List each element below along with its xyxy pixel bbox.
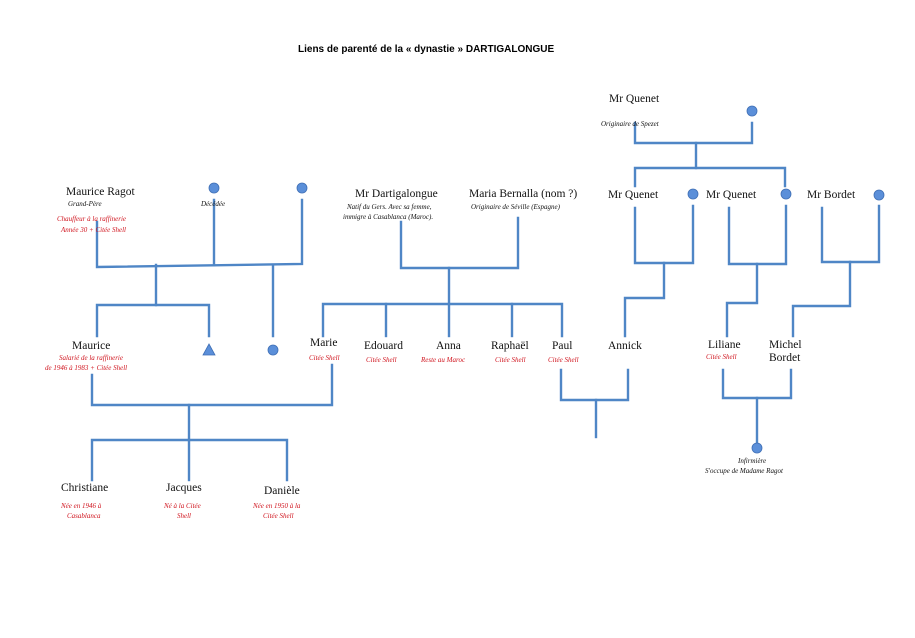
connector-quenet-a-child: [623, 261, 666, 338]
connector-dartigalongue-couple: [399, 216, 520, 270]
connector-maurice-marie: [90, 363, 334, 407]
diagram-title: Liens de parenté de la « dynastie » DART…: [298, 44, 555, 55]
person-annick: Annick: [608, 340, 642, 352]
note-daniele-2: Citée Shell: [263, 512, 294, 520]
note-maurice-2: de 1946 à 1983 + Citée Shell: [45, 364, 128, 372]
circle-node-quenet-a-wife: [687, 188, 699, 200]
note-maurice-ragot-1: Chauffeur à la raffinerie: [57, 215, 127, 223]
connector-ragot-couples: [95, 198, 304, 269]
note-marie: Citée Shell: [309, 354, 340, 362]
connector-bordet-couple: [820, 204, 881, 264]
person-michel-bordet-last: Bordet: [769, 352, 801, 364]
connector-quenet-top-couple: [633, 121, 754, 145]
note-dartigalongue-1: Natif du Gers. Avec sa femme,: [347, 203, 432, 211]
person-christiane: Christiane: [61, 482, 109, 494]
person-anna: Anna: [436, 340, 461, 352]
circle-node-quenet-b-wife: [780, 188, 792, 200]
person-maurice-ragot: Maurice Ragot: [66, 186, 135, 198]
person-quenet-b: Mr Quenet: [706, 189, 757, 201]
circle-node-quenet-top-wife: [746, 105, 758, 117]
connector-quenet-a-couple: [633, 204, 695, 265]
connector-quenet-top-children: [633, 166, 787, 188]
person-quenet-top: Mr Quenet: [609, 93, 660, 105]
note-edouard: Citée Shell: [366, 356, 397, 364]
circle-node-ragot-child: [267, 344, 279, 356]
circle-node-ragot-wife: [208, 182, 220, 194]
person-jacques: Jacques: [166, 482, 202, 494]
note-liliane: Citée Shell: [706, 353, 737, 361]
person-michel-bordet-first: Michel: [769, 339, 802, 351]
note-jacques-1: Né à la Citée: [164, 502, 201, 510]
note-maurice-ragot-2: Année 30 + Citée Shell: [61, 226, 126, 234]
note-infirmiere-1: Infirmière: [738, 457, 767, 465]
note-christiane-1: Née en 1946 à: [61, 502, 102, 510]
triangle-node-ragot-child: [202, 343, 216, 356]
role-grand-pere: Grand-Père: [68, 200, 102, 208]
person-daniele: Danièle: [264, 485, 300, 497]
connector-liliane-michel: [721, 368, 793, 400]
note-paul: Citée Shell: [548, 356, 579, 364]
note-dartigalongue-2: immigre à Casablanca (Maroc).: [343, 213, 434, 221]
note-quenet-top: Originaire de Spezet: [601, 120, 659, 128]
note-maurice-1: Salarié de la raffinerie: [59, 354, 123, 362]
circle-node-bordet-wife: [873, 189, 885, 201]
connector-paul-annick: [559, 368, 630, 402]
person-bordet: Mr Bordet: [807, 189, 856, 201]
note-christiane-2: Casablanca: [67, 512, 101, 520]
note-anna: Reste au Maroc: [421, 356, 466, 364]
person-dartigalongue: Mr Dartigalongue: [355, 188, 438, 200]
circle-node-ragot-other: [296, 182, 308, 194]
circle-node-infirmiere: [751, 442, 763, 454]
note-infirmiere-2: S'occupe de Madame Ragot: [705, 467, 783, 475]
note-decedee: Décédée: [201, 200, 226, 208]
note-jacques-2: Shell: [177, 512, 191, 520]
connector-ragot-children-b: [154, 303, 211, 338]
connector-quenet-b-child: [725, 262, 759, 338]
connector-dartigalongue-children: [321, 302, 564, 338]
connector-quenet-b-couple: [727, 204, 788, 266]
note-maria-bernalla: Originaire de Séville (Espagne): [471, 203, 560, 211]
connector-bordet-child: [791, 260, 852, 338]
person-maria-bernalla: Maria Bernalla (nom ?): [469, 188, 578, 200]
note-raphael: Citée Shell: [495, 356, 526, 364]
person-raphael: Raphaël: [491, 340, 529, 352]
person-quenet-a: Mr Quenet: [608, 189, 659, 201]
person-maurice: Maurice: [72, 340, 111, 352]
person-liliane: Liliane: [708, 339, 741, 351]
connector-lines: [90, 121, 881, 482]
note-daniele-1: Née en 1950 à la: [253, 502, 301, 510]
connector-ragot-children: [95, 263, 158, 338]
person-paul: Paul: [552, 340, 573, 352]
person-marie: Marie: [310, 337, 338, 349]
person-markers: [202, 105, 885, 454]
person-edouard: Edouard: [364, 340, 403, 352]
